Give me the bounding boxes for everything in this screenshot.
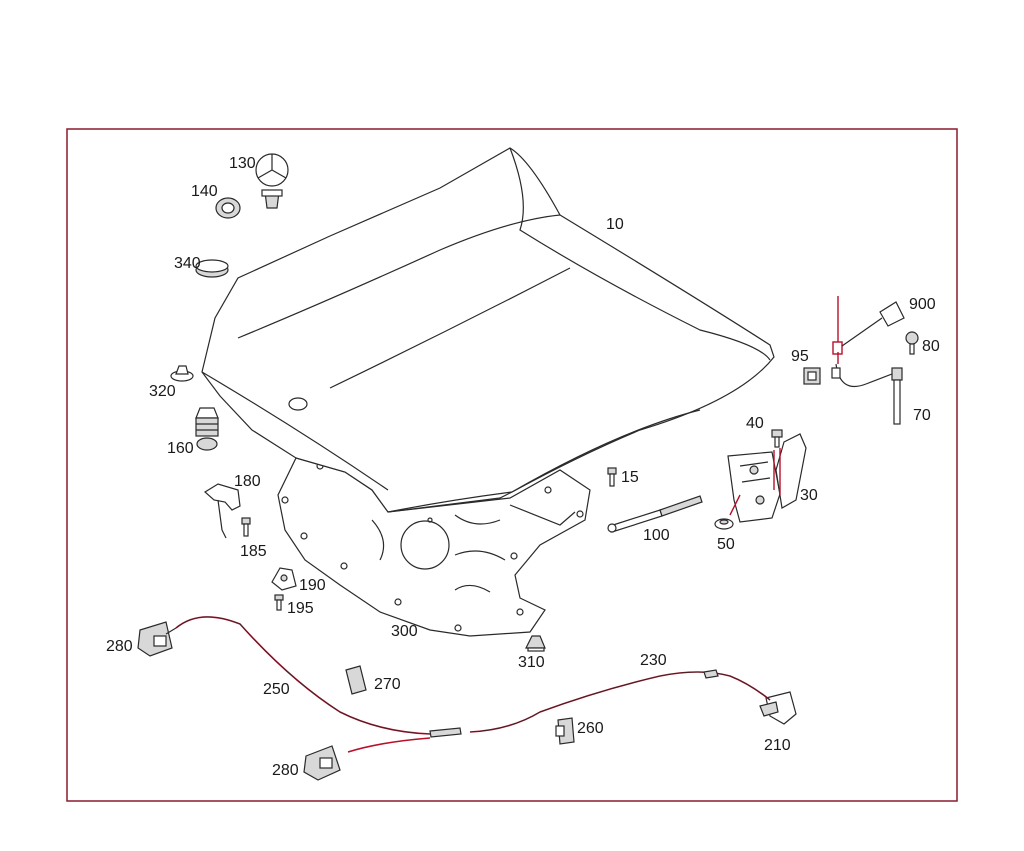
label-130: 130 <box>229 155 256 172</box>
bracket-180[interactable] <box>203 483 241 539</box>
label-15: 15 <box>621 469 639 486</box>
label-210: 210 <box>764 737 791 754</box>
bowden-cable-230[interactable] <box>469 669 771 733</box>
label-320: 320 <box>149 383 176 400</box>
diagram-frame <box>66 128 958 802</box>
guide-270[interactable] <box>345 665 367 695</box>
screw-40[interactable] <box>771 429 783 448</box>
bolt-15[interactable] <box>607 467 617 487</box>
label-160: 160 <box>167 440 194 457</box>
holder-260[interactable] <box>555 717 575 745</box>
hinge-30[interactable] <box>727 433 807 523</box>
buffer-50[interactable] <box>714 518 734 530</box>
hood-switch-70[interactable] <box>831 352 903 425</box>
label-140: 140 <box>191 183 218 200</box>
label-300: 300 <box>391 623 418 640</box>
screw-185[interactable] <box>241 517 251 537</box>
label-50: 50 <box>717 536 735 553</box>
label-195: 195 <box>287 600 314 617</box>
label-280-lower: 280 <box>272 762 299 779</box>
switch-95[interactable] <box>803 367 821 385</box>
label-40: 40 <box>746 415 764 432</box>
screw-195[interactable] <box>274 594 284 611</box>
label-190: 190 <box>299 577 326 594</box>
star-emblem-130[interactable] <box>255 153 289 209</box>
clip-310[interactable] <box>525 635 546 652</box>
release-handle-210[interactable] <box>759 691 797 725</box>
gas-strut-100[interactable] <box>607 495 703 533</box>
grommet-140[interactable] <box>215 197 241 219</box>
label-95: 95 <box>791 348 809 365</box>
rubber-buffer-340[interactable] <box>195 259 229 278</box>
label-70: 70 <box>913 407 931 424</box>
buffer-320[interactable] <box>170 365 194 382</box>
label-250: 250 <box>263 681 290 698</box>
label-230: 230 <box>640 652 667 669</box>
hood-lock-280-upper[interactable] <box>137 621 177 657</box>
label-100: 100 <box>643 527 670 544</box>
hood-lock-280-lower[interactable] <box>303 745 341 781</box>
label-270: 270 <box>374 676 401 693</box>
label-900: 900 <box>909 296 936 313</box>
label-260: 260 <box>577 720 604 737</box>
label-80: 80 <box>922 338 940 355</box>
cable-tie-900[interactable] <box>832 296 905 355</box>
bonnet-10[interactable] <box>201 147 775 513</box>
stop-buffer-160[interactable] <box>195 407 219 451</box>
label-280-upper: 280 <box>106 638 133 655</box>
label-340: 340 <box>174 255 201 272</box>
label-310: 310 <box>518 654 545 671</box>
holder-190[interactable] <box>271 567 297 591</box>
bolt-80[interactable] <box>905 331 919 355</box>
callout-labels: 10 130 140 340 320 160 180 185 190 195 3… <box>106 155 940 779</box>
label-30: 30 <box>800 487 818 504</box>
label-10: 10 <box>606 216 624 233</box>
label-185: 185 <box>240 543 267 560</box>
label-180: 180 <box>234 473 261 490</box>
bowden-cable-250[interactable] <box>175 616 462 753</box>
